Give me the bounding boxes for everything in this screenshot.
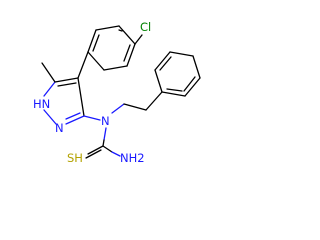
pyrazole-n-atom-label: N <box>55 121 64 135</box>
chemical-bonds <box>41 25 201 159</box>
chlorine-atom-label: Cl <box>140 20 151 34</box>
molecule-structure: Cl HN N N SH NH2 <box>33 20 201 165</box>
amine-n-atom-label: N <box>101 114 110 128</box>
pyrazole-nh-atom-label: HN <box>33 97 50 111</box>
thiol-s-atom-label: SH <box>67 151 83 165</box>
amide-nh2-atom-label: NH2 <box>120 151 145 165</box>
